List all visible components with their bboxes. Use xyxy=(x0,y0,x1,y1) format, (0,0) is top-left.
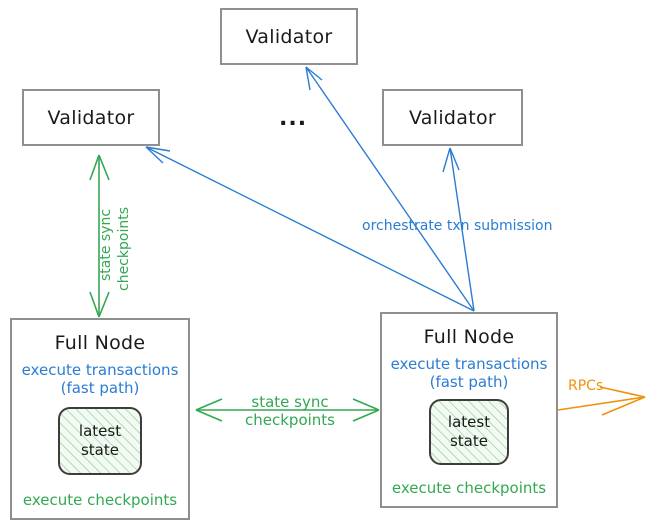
latest-state-box-left: latest state xyxy=(58,406,142,475)
validator-left-label: Validator xyxy=(47,106,135,129)
full-node-left-blue-text: execute transactions (fast path) xyxy=(21,361,179,398)
state-sync-vertical-label-line1: state sync xyxy=(98,208,114,281)
validator-top-label: Validator xyxy=(245,25,333,48)
rpcs-edge-label: RPCs xyxy=(568,378,604,394)
state-sync-horizontal-label: state sync checkpoints xyxy=(245,393,335,430)
validator-box-top[interactable]: Validator xyxy=(220,8,358,65)
full-node-left-green-text: execute checkpoints xyxy=(22,490,178,509)
orchestrate-edge-label: orchestrate txn submission xyxy=(362,218,553,234)
full-node-box-left[interactable]: Full Node execute transactions (fast pat… xyxy=(10,318,190,520)
latest-state-box-right: latest state xyxy=(429,398,509,465)
full-node-left-title: Full Node xyxy=(54,332,146,354)
validator-box-right[interactable]: Validator xyxy=(382,89,523,146)
full-node-box-right[interactable]: Full Node execute transactions (fast pat… xyxy=(380,312,558,508)
validator-right-label: Validator xyxy=(408,106,496,129)
validator-box-left[interactable]: Validator xyxy=(22,89,160,146)
latest-state-right-label: latest state xyxy=(447,412,491,450)
full-node-right-blue-text: execute transactions (fast path) xyxy=(390,355,548,392)
latest-state-left-label: latest state xyxy=(78,421,122,459)
validators-ellipsis: ... xyxy=(279,106,308,131)
full-node-right-title: Full Node xyxy=(423,326,515,348)
state-sync-vertical-label-line2: checkpoints xyxy=(116,207,132,291)
full-node-right-green-text: execute checkpoints xyxy=(391,478,547,497)
